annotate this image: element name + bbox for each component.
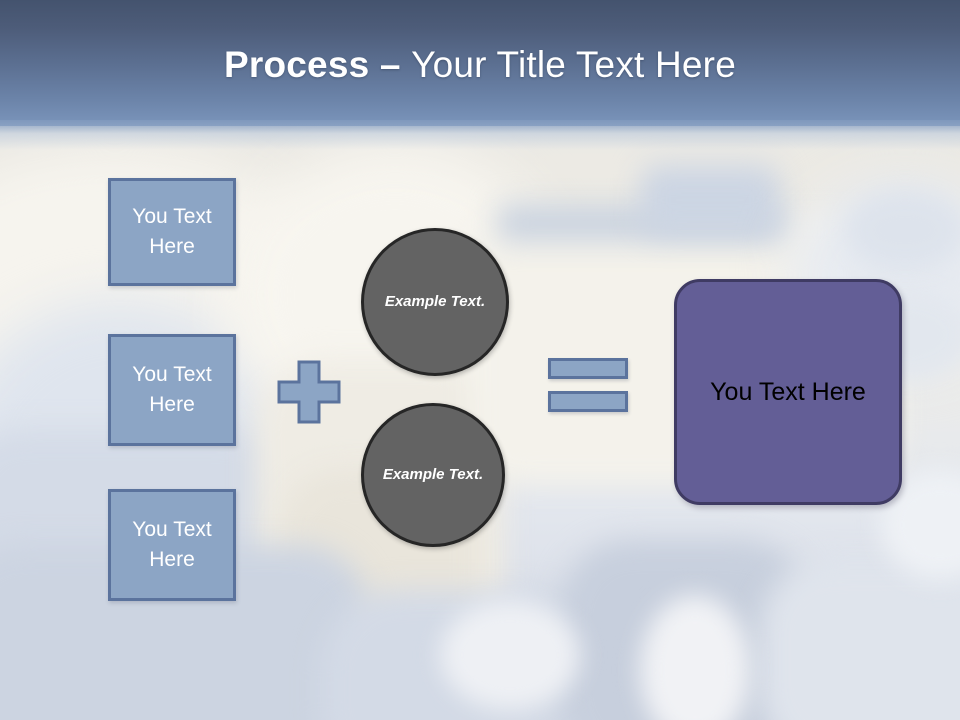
example-circle-1[interactable]: Example Text.: [361, 228, 509, 376]
page-title-rest: Your Title Text Here: [411, 44, 736, 85]
plus-icon-svg: [277, 360, 341, 424]
photo-shape: [440, 600, 580, 710]
title-banner-fade: [0, 120, 960, 150]
page-title-dash: –: [369, 44, 412, 85]
input-box-2[interactable]: You Text Here: [108, 334, 236, 446]
photo-shape: [640, 595, 750, 720]
equals-bar-top: [548, 358, 628, 379]
plus-icon: [277, 360, 341, 424]
page-title: Process – Your Title Text Here: [0, 44, 960, 86]
photo-shape: [760, 560, 960, 720]
equals-icon: [548, 358, 628, 414]
input-box-3[interactable]: You Text Here: [108, 489, 236, 601]
example-circle-2[interactable]: Example Text.: [361, 403, 505, 547]
result-box[interactable]: You Text Here: [674, 279, 902, 505]
title-banner: [0, 0, 960, 126]
photo-shape: [845, 190, 960, 270]
page-title-bold: Process: [224, 44, 370, 85]
input-box-1[interactable]: You Text Here: [108, 178, 236, 286]
photo-shape: [640, 165, 780, 235]
equals-bar-bottom: [548, 391, 628, 412]
